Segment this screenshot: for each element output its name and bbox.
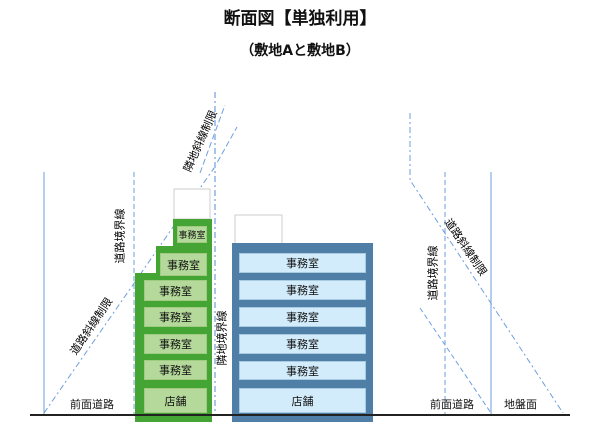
room-a-2f: 事務室 bbox=[144, 360, 207, 380]
room-a-4f: 事務室 bbox=[144, 307, 207, 327]
neighbor-slope-line-2 bbox=[212, 126, 238, 171]
room-b-3f: 事務室 bbox=[239, 334, 366, 354]
diagram-subtitle: （敷地Aと敷地B） bbox=[240, 43, 360, 59]
right-slope-line-lower bbox=[419, 307, 492, 414]
diagram-title: 断面図【単独利用】 bbox=[223, 9, 377, 29]
room-b-2f: 事務室 bbox=[239, 361, 366, 380]
front-road-label-left: 前面道路 bbox=[70, 398, 114, 411]
right-road-slope-line bbox=[409, 113, 564, 414]
room-b-1f: 店舗 bbox=[239, 388, 366, 413]
ground-level-label: 地盤面 bbox=[504, 398, 537, 411]
road-boundary-label-right: 道路境界線 bbox=[426, 245, 440, 301]
room-b-5f: 事務室 bbox=[239, 280, 366, 300]
neighbor-boundary-label: 隣地境界線 bbox=[215, 310, 229, 366]
room-a-7f: 事務室 bbox=[177, 226, 207, 243]
room-b-6f: 事務室 bbox=[239, 253, 366, 273]
room-b-4f: 事務室 bbox=[239, 307, 366, 327]
room-a-6f: 事務室 bbox=[160, 253, 207, 276]
room-a-1f: 店舗 bbox=[144, 388, 207, 413]
room-a-5f: 事務室 bbox=[144, 280, 207, 301]
building-b-ghost bbox=[234, 214, 283, 246]
road-boundary-label-left: 道路境界線 bbox=[113, 208, 127, 264]
building-a-ghost bbox=[173, 188, 211, 220]
neighbor-slope-line-1 bbox=[199, 104, 226, 174]
front-road-label-right: 前面道路 bbox=[430, 398, 474, 411]
room-a-3f: 事務室 bbox=[144, 334, 207, 354]
